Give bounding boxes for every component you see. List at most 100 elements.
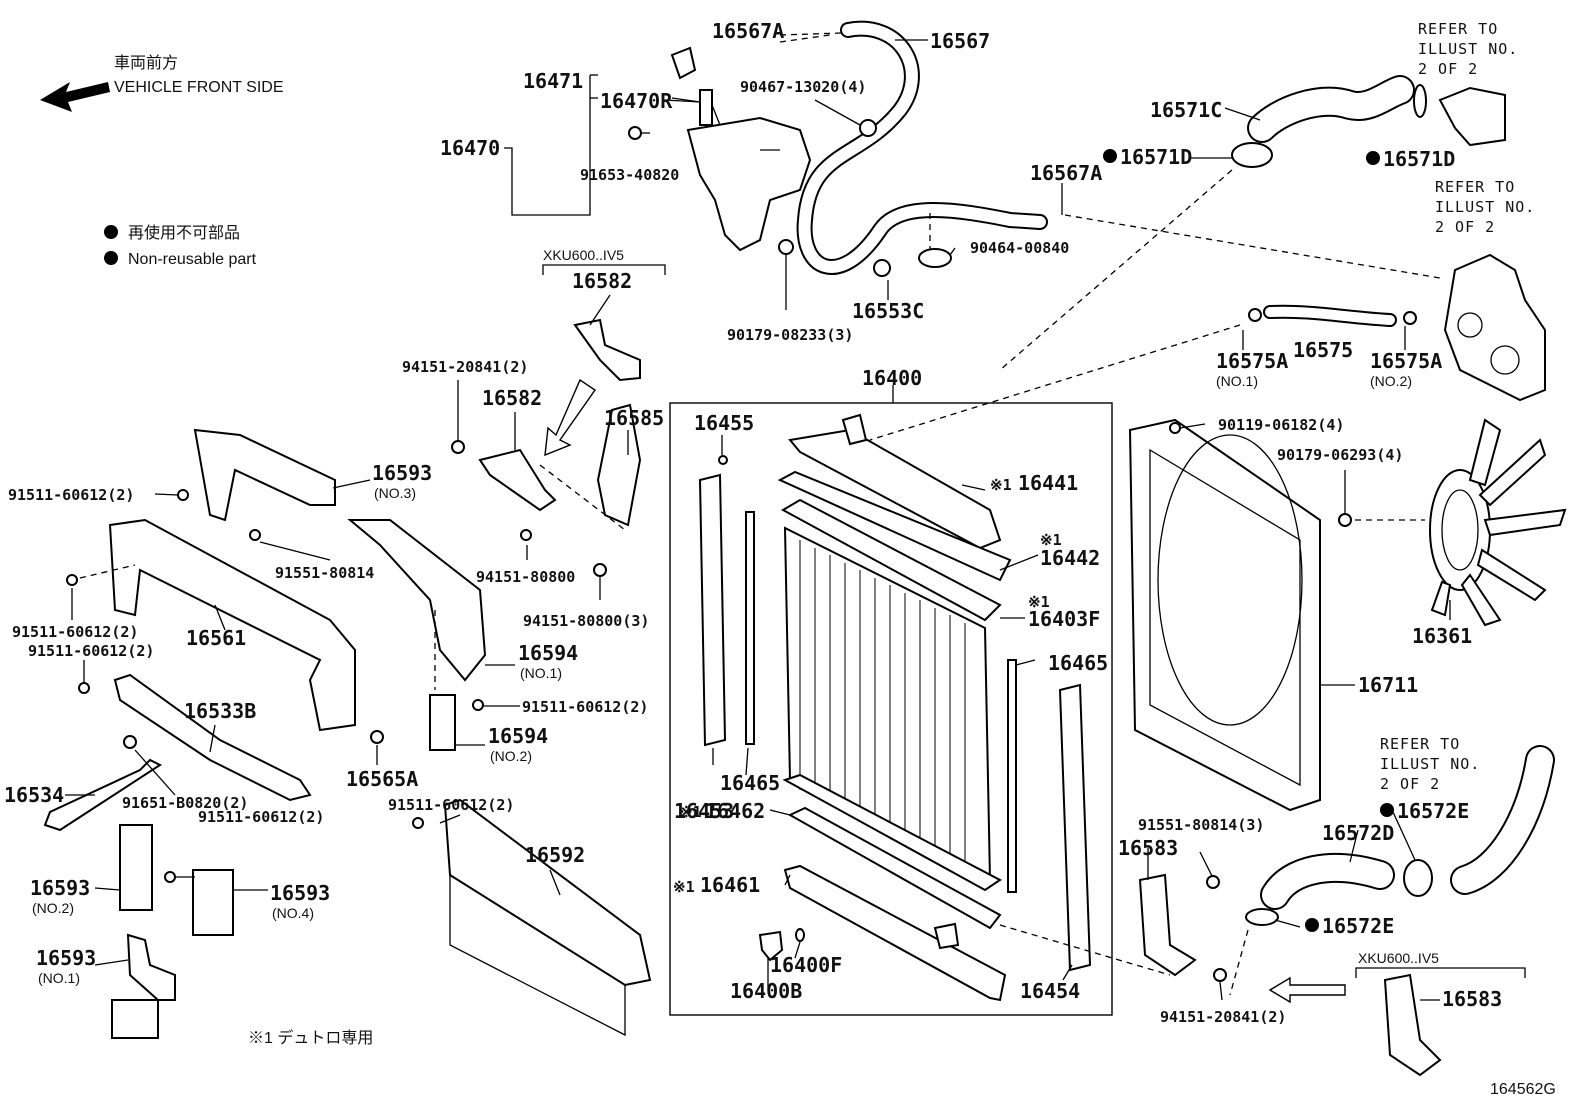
label-16534: 16534 [4,783,64,807]
label-90179-06293: 90179-06293(4) [1277,446,1403,464]
support-16561 [108,518,356,732]
label-16567: 16567 [930,29,990,53]
label-16441: 16441 [1018,471,1078,495]
refer-line-2: ILLUST NO. [1418,40,1518,58]
o-ring-icon [795,928,805,942]
hose-clamp-icon [1403,859,1433,897]
label-16575A-no2: 16575A [1370,349,1442,373]
clamp-icon [873,259,891,277]
non-reusable-icon [1305,918,1319,932]
reserve-tank-group [504,46,812,310]
center-brackets [451,264,666,577]
label-16593-no2: 16593 [30,876,90,900]
band-clamp-icon [918,248,952,268]
bolt-icon [78,682,90,694]
water-outlet [1438,86,1506,147]
side-support-left [698,473,727,747]
label-91511-d: 91511-60612(2) [522,698,648,716]
refer-line-3: 2 OF 2 [1418,60,1478,78]
bolt-icon [177,489,189,501]
bolt-icon [1169,422,1181,434]
non-reusable-icon [1380,803,1394,817]
label-16571D-right: 16571D [1383,147,1455,171]
refer-line-1: REFER TO [1435,178,1515,196]
label-90464: 90464-00840 [970,239,1069,257]
screw-icon [718,455,728,465]
bolt-icon [249,529,261,541]
label-16582-top: 16582 [572,269,632,293]
label-16585: 16585 [604,406,664,430]
model-note: XKU600..IV5 [1358,950,1439,966]
diagram-code: 164562G [1490,1081,1556,1098]
upper-tank-gasket [777,470,1012,582]
label-16455: 16455 [694,411,754,435]
tank-clip [670,46,697,80]
label-16567A-mid: 16567A [1030,161,1102,185]
nut-icon [778,239,794,255]
label-91653: 91653-40820 [580,166,679,184]
nut-icon [1338,513,1352,527]
non-reusable-icon [1366,151,1380,165]
water-inlet-housing [1064,214,1546,402]
clamp-icon [1248,308,1262,322]
label-16593-no3: 16593 [372,461,432,485]
label-91511-f: 91511-60612(2) [198,808,324,826]
hose-clamp-icon [1231,142,1273,168]
side-support-right [1058,683,1092,972]
refer-line-3: 2 OF 2 [1380,775,1440,793]
bolt-icon [123,735,137,749]
label-16454: 16454 [1020,979,1080,1003]
radiator-assembly-box [669,402,1113,1016]
bracket-16594-no2 [429,694,456,751]
label-16593-no4-sub: (NO.4) [272,905,314,921]
label-16465-right: 16465 [1048,651,1108,675]
refer-line-1: REFER TO [1418,20,1498,38]
label-16553C: 16553C [852,299,924,323]
part-labels: 16567A 16567 16471 16470R 90467-13020(4)… [4,19,1535,1026]
seal-left [745,511,755,745]
label-91511-b: 91511-60612(2) [12,623,138,641]
label-16592: 16592 [525,843,585,867]
label-16572D: 16572D [1322,821,1394,845]
label-16400B: 16400B [730,979,802,1003]
label-91511-c: 91511-60612(2) [28,642,154,660]
label-16583-right: 16583 [1442,987,1502,1011]
label-16400: 16400 [862,366,922,390]
label-16594-no2-sub: (NO.2) [490,748,532,764]
tank-cap [699,89,713,126]
mark-1: ※1 [1028,593,1050,611]
label-94151-80800: 94151-80800 [476,568,575,586]
label-16465-left: 16465 [720,771,780,795]
label-90179-08233: 90179-08233(3) [727,326,853,344]
left-structure [43,428,652,1039]
arrow-icon [544,378,596,457]
refer-line-2: ILLUST NO. [1435,198,1535,216]
bolt-icon [66,574,78,586]
bolt-icon [472,699,484,711]
label-16453: 16453 [674,799,734,823]
arrow-icon [1268,976,1346,1004]
label-16442: 16442 [1040,546,1100,570]
fan-shroud [1128,418,1352,812]
label-16583-left: 16583 [1118,836,1178,860]
upper-hose [999,75,1506,371]
lower-tank [783,864,1007,1002]
bolt-icon [520,529,532,541]
bracket-16594-no1 [347,519,487,682]
label-16575A-no1: 16575A [1216,349,1288,373]
label-16575A-no2-sub: (NO.2) [1370,373,1412,389]
label-16567A: 16567A [712,19,784,43]
label-16594-no2: 16594 [488,724,548,748]
bracket-16593-no1 [126,933,176,1001]
lower-tank-gasket [787,806,1002,930]
label-16462: 16462 [705,799,765,823]
seal-right [1007,659,1017,893]
label-16582-mid: 16582 [482,386,542,410]
label-16571D-left: 16571D [1120,145,1192,169]
reserve-tank [686,116,812,252]
label-91511-a: 91511-60612(2) [8,486,134,504]
bolt-icon [628,126,642,140]
clamp-icon [859,119,877,137]
label-16533B: 16533B [184,699,256,723]
label-16361: 16361 [1412,624,1472,648]
